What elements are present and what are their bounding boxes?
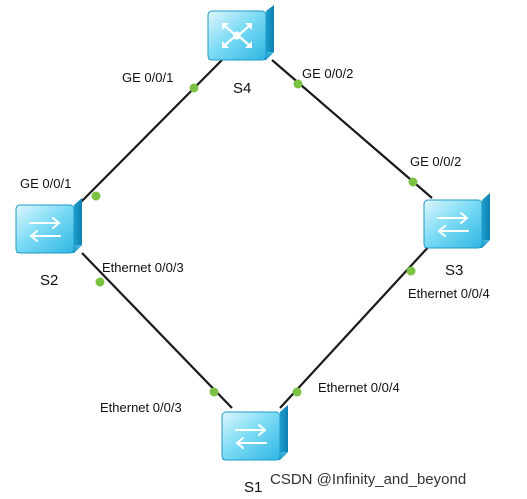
port-label-s4-ge002: GE 0/0/2 xyxy=(302,66,353,81)
port-dot-s4-ge001[interactable] xyxy=(189,83,199,93)
device-s3[interactable]: S3 xyxy=(423,193,490,279)
device-s1[interactable]: S1 xyxy=(221,405,288,496)
device-s2[interactable]: S2 xyxy=(15,198,82,289)
port-dot-s1-eth004[interactable] xyxy=(292,387,302,397)
port-dot-s3-eth004[interactable] xyxy=(406,266,416,276)
switch-icon xyxy=(15,198,82,254)
link-s4-s2 xyxy=(73,59,223,210)
port-dot-s3-ge002[interactable] xyxy=(408,177,418,187)
switch-icon xyxy=(221,405,288,461)
device-s4[interactable]: S4 xyxy=(207,5,274,97)
device-label-s1: S1 xyxy=(244,479,262,496)
port-dot-s1-eth003[interactable] xyxy=(209,387,219,397)
port-dot-s2-eth003[interactable] xyxy=(95,277,105,287)
device-label-s2: S2 xyxy=(40,272,58,289)
port-dot-s2-ge001[interactable] xyxy=(91,191,101,201)
port-label-s3-eth004: Ethernet 0/0/4 xyxy=(408,286,490,301)
port-label-s2-eth003: Ethernet 0/0/3 xyxy=(102,260,184,275)
port-label-s3-ge002: GE 0/0/2 xyxy=(410,154,461,169)
watermark-text: CSDN @Infinity_and_beyond xyxy=(270,471,466,488)
link-s2-s1 xyxy=(81,252,233,409)
switch-icon xyxy=(423,193,490,249)
port-label-s4-ge001: GE 0/0/1 xyxy=(122,70,173,85)
core-switch-icon xyxy=(207,5,274,61)
port-label-s2-ge001: GE 0/0/1 xyxy=(20,176,71,191)
device-label-s3: S3 xyxy=(445,262,463,279)
port-label-s1-eth003: Ethernet 0/0/3 xyxy=(100,400,182,415)
device-label-s4: S4 xyxy=(233,80,251,97)
port-dot-s4-ge002[interactable] xyxy=(293,79,303,89)
port-label-s1-eth004: Ethernet 0/0/4 xyxy=(318,380,400,395)
